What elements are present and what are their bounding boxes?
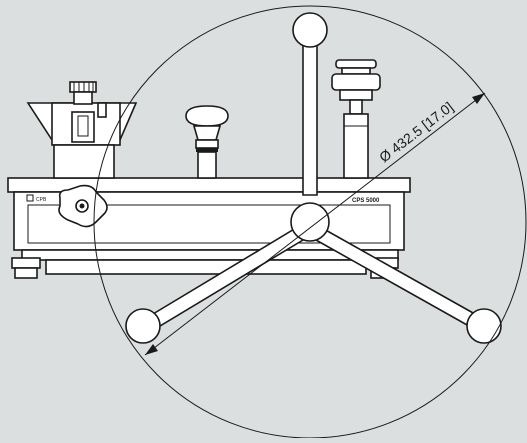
base-tray [45,259,367,275]
top-knob-knurl [73,82,94,92]
ball-end-left [125,308,161,344]
panel-marking: CPB [36,197,47,203]
arrow-head-top [472,93,485,104]
piston-cylinder-left [26,81,138,179]
panel-indicator [26,194,34,202]
knob-stem [73,91,93,105]
dimension-line [144,92,486,356]
ball-end-top [292,12,328,48]
spider-handle [125,12,502,344]
valve-tall-right [331,59,381,179]
side-pin [97,102,107,118]
valve-knob-center [185,105,229,179]
spider-hub [290,202,330,242]
model-label: CPS 5000 [352,198,380,204]
cylinder-column [53,144,115,179]
foot-left [11,257,41,279]
ball-end-right [466,308,502,344]
front-panel [27,204,391,244]
diameter-label: Ø 432.5 [17.0] [376,99,456,166]
arrow-head-bottom [145,344,158,355]
star-knob [58,184,108,228]
